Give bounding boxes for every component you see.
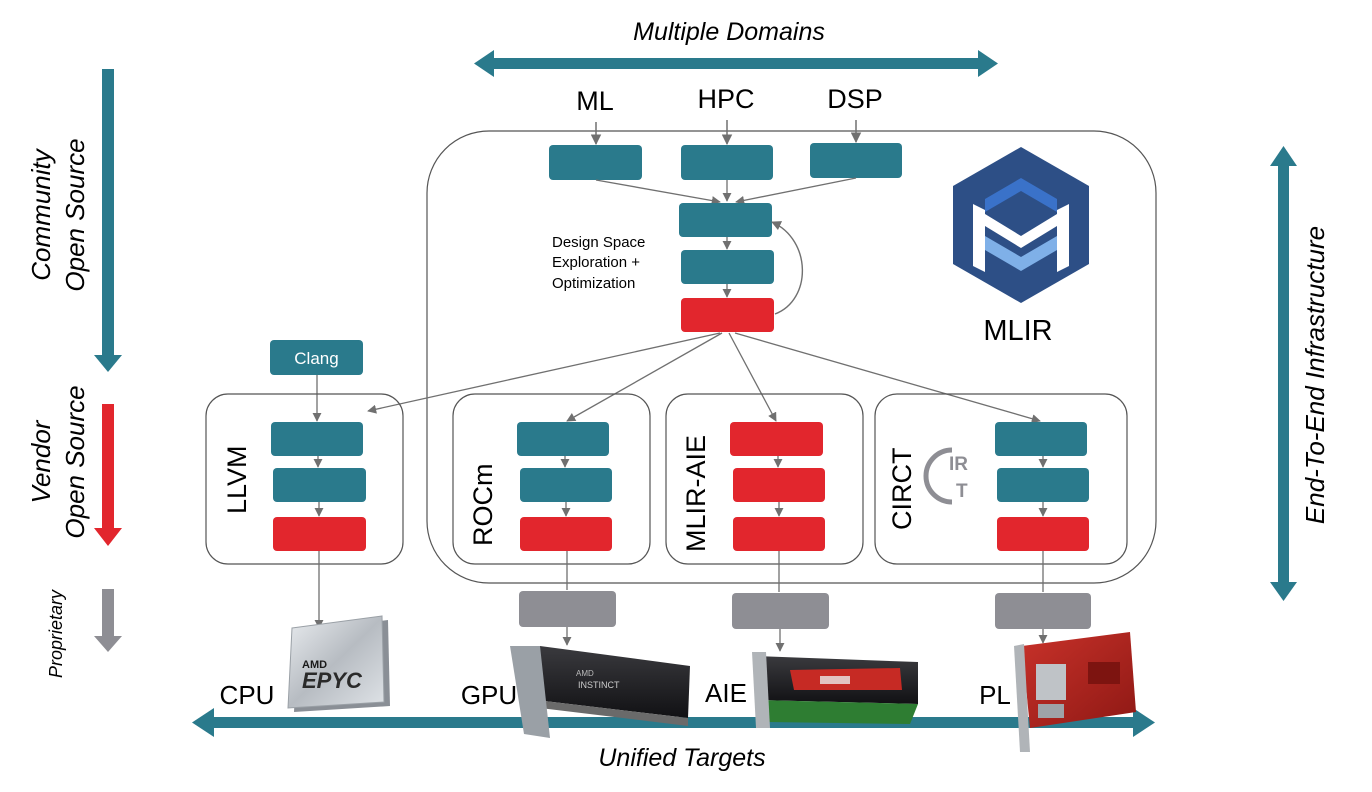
optimization-loop-arrow — [771, 221, 804, 315]
aie-proprietary-box — [732, 593, 829, 629]
cpu-chip-image: AMD EPYC — [287, 615, 390, 712]
clang-box — [270, 340, 363, 375]
gpu-model-label: INSTINCT — [578, 680, 620, 690]
circt-box-mid — [997, 468, 1089, 502]
cpu-model-label: EPYC — [302, 668, 363, 693]
mlir-container — [426, 130, 1157, 584]
mlir-logo-icon — [953, 147, 1089, 303]
arrow-mlir-to-aie — [728, 332, 777, 422]
rocm-stack-container — [452, 393, 651, 565]
community-open-source-label: Open Source — [60, 138, 90, 291]
aie-card-image — [752, 652, 918, 728]
aie-box-low — [733, 517, 825, 551]
rocm-box-mid — [520, 468, 612, 502]
target-gpu-label: GPU — [461, 680, 517, 710]
llvm-box-high — [271, 422, 363, 456]
mlir-name-label: MLIR — [983, 315, 1052, 347]
target-cpu-label: CPU — [220, 680, 275, 710]
dse-line-1: Design Space — [552, 234, 645, 251]
hpc-dialect-box — [681, 145, 773, 180]
arrow-dsp-merge — [735, 177, 857, 205]
dse-line-2: Exploration + — [552, 254, 640, 271]
pl-proprietary-box — [995, 593, 1091, 629]
dsp-dialect-box — [810, 143, 902, 178]
circt-logo-top: IR — [949, 454, 968, 475]
multiple-domains-arrow — [474, 50, 998, 77]
arrow-mlir-to-circt — [734, 332, 1041, 424]
cpu-brand-label: AMD — [302, 659, 327, 671]
circt-stack-container — [874, 393, 1128, 565]
dse-line-3: Optimization — [552, 275, 635, 292]
domain-ml-label: ML — [576, 86, 614, 116]
end-to-end-arrow — [1270, 146, 1297, 601]
pl-card-image — [1014, 632, 1136, 752]
llvm-box-mid — [273, 468, 366, 502]
vendor-label: Vendor — [26, 419, 56, 503]
circt-label: CIRCT — [887, 448, 917, 531]
arrow-mlir-to-rocm — [566, 332, 723, 422]
llvm-label: LLVM — [222, 445, 252, 514]
unified-targets-title: Unified Targets — [598, 744, 765, 772]
vendor-open-source-arrow — [94, 404, 122, 546]
proprietary-label: Proprietary — [46, 589, 66, 678]
aie-box-mid — [733, 468, 825, 502]
vendor-open-source-label: Open Source — [60, 385, 90, 538]
rocm-box-low — [520, 517, 612, 551]
clang-label: Clang — [294, 349, 338, 368]
circt-box-high — [995, 422, 1087, 456]
end-to-end-infrastructure-label: End-To-End Infrastructure — [1300, 226, 1330, 524]
mlir-aie-stack-container — [665, 393, 864, 565]
proprietary-arrow — [94, 589, 122, 652]
circt-logo-icon: IR T — [923, 447, 968, 505]
circt-logo-bottom: T — [956, 481, 968, 502]
llvm-stack-container — [205, 393, 404, 565]
mid-dialect-box — [681, 250, 774, 284]
rocm-label: ROCm — [468, 464, 498, 547]
mlir-aie-label: MLIR-AIE — [681, 435, 711, 552]
llvm-box-low — [273, 517, 366, 551]
gpu-proprietary-box — [519, 591, 616, 627]
target-pl-label: PL — [979, 680, 1011, 710]
community-open-source-arrow — [94, 69, 122, 372]
circt-box-low — [997, 517, 1089, 551]
multiple-domains-title: Multiple Domains — [633, 18, 825, 46]
ml-dialect-box — [549, 145, 642, 180]
arrow-mlir-to-llvm — [367, 332, 721, 414]
aie-box-high — [730, 422, 823, 456]
domain-hpc-label: HPC — [697, 84, 754, 114]
rocm-box-high — [517, 422, 609, 456]
low-dialect-box — [681, 298, 774, 332]
gpu-card-image: AMD INSTINCT — [510, 646, 690, 738]
common-dialect-box — [679, 203, 772, 237]
target-aie-label: AIE — [705, 678, 747, 708]
gpu-brand-label: AMD — [576, 669, 594, 678]
community-label: Community — [26, 147, 56, 280]
domain-dsp-label: DSP — [827, 84, 883, 114]
arrow-ml-merge — [595, 179, 721, 206]
